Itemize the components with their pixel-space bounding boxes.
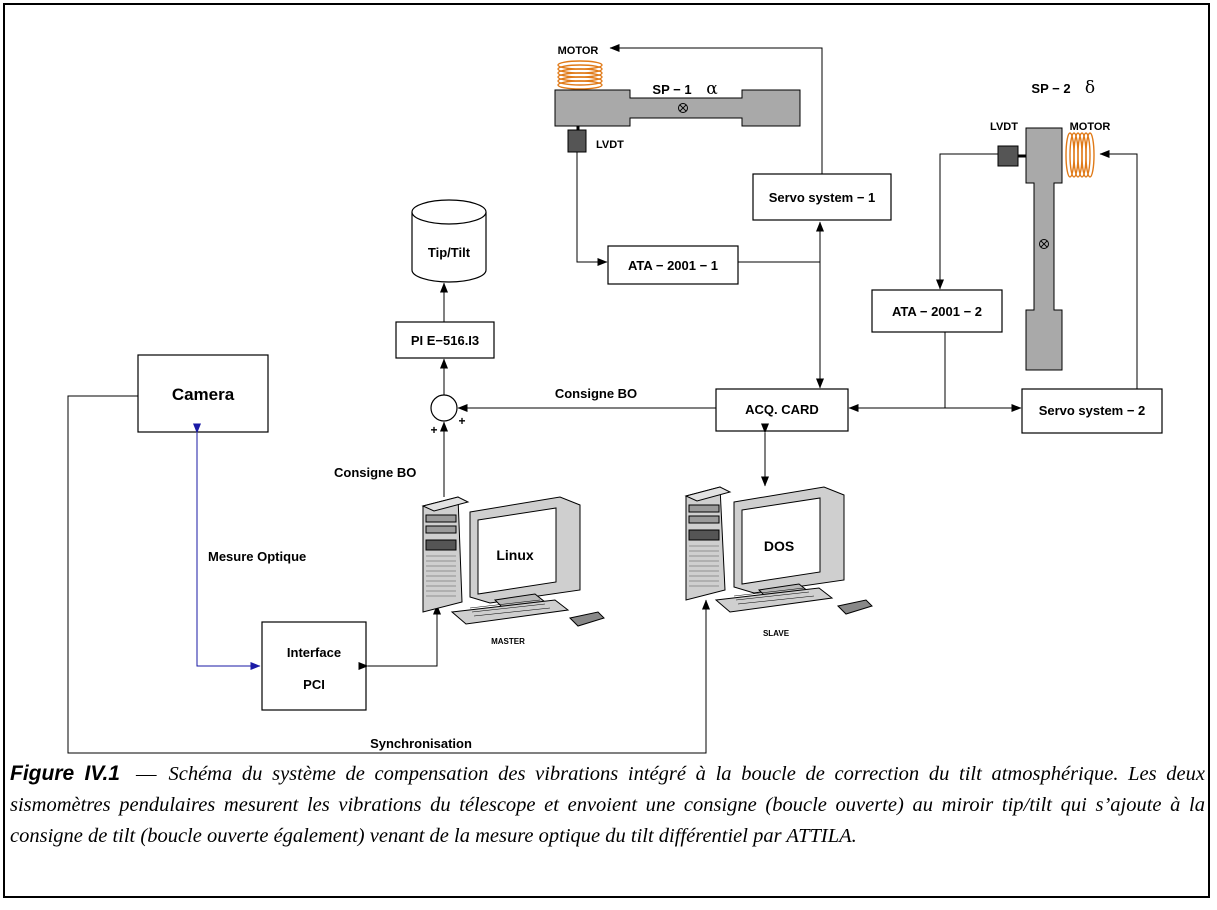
tiptilt-mirror (411, 199, 487, 283)
pi-controller-label: PI E−516.I3 (411, 333, 479, 348)
interface-label: Interface (287, 645, 341, 660)
ata-2001-2-label: ATA − 2001 − 2 (892, 304, 982, 319)
master-computer (421, 496, 605, 627)
link-optical-measure (193, 423, 261, 670)
plus-sign-left: + (430, 423, 437, 437)
pivot-symbol-1 (678, 103, 688, 113)
ata-2001-1-label: ATA − 2001 − 1 (628, 258, 718, 273)
motor-label-1: MOTOR (558, 45, 599, 57)
motor-label-2: MOTOR (1070, 121, 1111, 133)
servo-system-1-label: Servo system − 1 (769, 190, 876, 205)
pendulum-sp2 (997, 127, 1095, 371)
alpha-symbol: α (706, 79, 718, 99)
ata-2001-2-box (871, 289, 1003, 333)
link-servo2-to-motor2 (1099, 150, 1138, 389)
lvdt-sensor-1 (567, 129, 587, 153)
acq-card-label: ACQ. CARD (745, 402, 819, 417)
pendulum-sp1 (554, 60, 801, 153)
connections (67, 44, 1138, 754)
link-interface-to-master (358, 604, 441, 670)
lvdt-label-1: LVDT (596, 139, 624, 151)
pci-label: PCI (303, 677, 325, 692)
servo-system-2-box (1021, 388, 1163, 434)
caption-text: Schéma du système de compensation des vi… (10, 763, 1205, 847)
diagram: MOTOR SP − 1 α LVDT SP − 2 δ L (67, 44, 1163, 754)
mesure-optique-label: Mesure Optique (208, 549, 306, 564)
plus-sign-right: + (458, 414, 465, 428)
acq-card-box (715, 388, 849, 432)
pivot-symbol-2 (1039, 239, 1049, 249)
sp1-label: SP − 1 (652, 82, 691, 97)
link-synchronisation (67, 395, 710, 754)
link-servo1-to-motor1 (609, 44, 823, 174)
lvdt-label-2: LVDT (990, 121, 1018, 133)
slave-computer (684, 486, 873, 615)
servo-system-2-label: Servo system − 2 (1039, 403, 1146, 418)
summing-junction (430, 394, 458, 422)
consigne-bo-label-left: Consigne BO (334, 465, 416, 480)
figure-label: Figure IV.1 (10, 762, 120, 785)
consigne-bo-label-top: Consigne BO (555, 386, 637, 401)
camera-label: Camera (172, 385, 235, 404)
lvdt-sensor-2 (997, 145, 1019, 167)
delta-symbol: δ (1085, 78, 1095, 98)
figure-frame (3, 3, 1210, 898)
interface-pci-box (261, 621, 367, 711)
servo-system-1-box (752, 173, 892, 221)
master-label: MASTER (491, 637, 525, 646)
link-lvdt1-to-ata1 (576, 152, 608, 266)
motor-coil-2 (1065, 132, 1095, 178)
pi-controller-box (395, 321, 495, 359)
ata-2001-1-box (607, 245, 739, 285)
link-lvdt2-to-ata2 (936, 153, 998, 290)
dos-label: DOS (764, 538, 794, 554)
sp2-label: SP − 2 (1031, 81, 1070, 96)
motor-coil-1 (557, 60, 603, 90)
linux-label: Linux (496, 547, 534, 563)
tiptilt-label: Tip/Tilt (428, 245, 471, 260)
camera-box (137, 354, 269, 433)
synchronisation-label: Synchronisation (370, 736, 472, 751)
caption-separator: — (135, 763, 157, 785)
figure-caption: Figure IV.1 —Schéma du système de compens… (10, 758, 1205, 852)
slave-label: SLAVE (763, 629, 790, 638)
pendulum-bar-1 (554, 89, 801, 127)
